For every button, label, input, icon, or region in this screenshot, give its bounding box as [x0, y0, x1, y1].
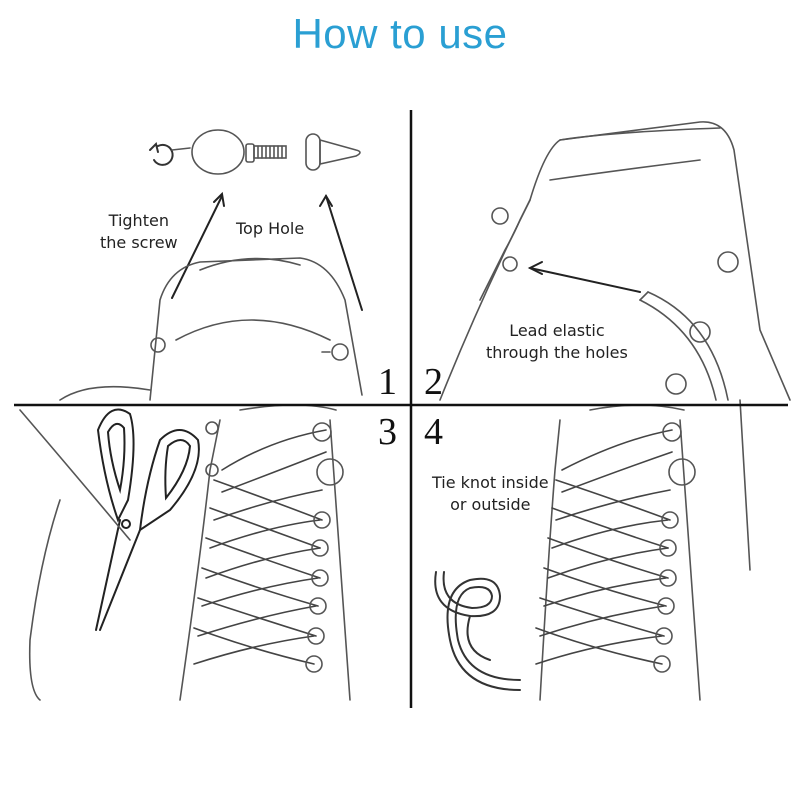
scissors-icon — [95, 408, 200, 631]
panel-4-sketch — [434, 399, 751, 701]
panel-1-sketch — [59, 129, 363, 401]
step-4-line-2: or outside — [450, 495, 531, 514]
rotate-icon — [153, 143, 174, 166]
step-4-label: Tie knot inside or outside — [432, 472, 549, 516]
step-2-line-2: through the holes — [486, 343, 628, 362]
knot-icon — [434, 571, 521, 691]
step-2-line-1: Lead elastic — [509, 321, 605, 340]
step-number-4: 4 — [424, 411, 443, 453]
step-1-line-1: Tighten — [108, 211, 169, 230]
panel-2-sketch — [439, 121, 791, 401]
step-2-label: Lead elastic through the holes — [486, 320, 628, 364]
step-4-line-1: Tie knot inside — [432, 473, 549, 492]
top-hole-label: Top Hole — [236, 219, 305, 238]
step-1-line-2: the screw — [100, 233, 178, 252]
page-title: How to use — [292, 10, 508, 57]
step-number-2: 2 — [424, 361, 443, 403]
step-number-1: 1 — [378, 361, 397, 403]
panel-3-sketch — [19, 404, 351, 701]
step-number-3: 3 — [378, 411, 397, 453]
step-1-label: Tighten the screw — [100, 210, 178, 254]
lace-lock-icon — [171, 129, 361, 175]
